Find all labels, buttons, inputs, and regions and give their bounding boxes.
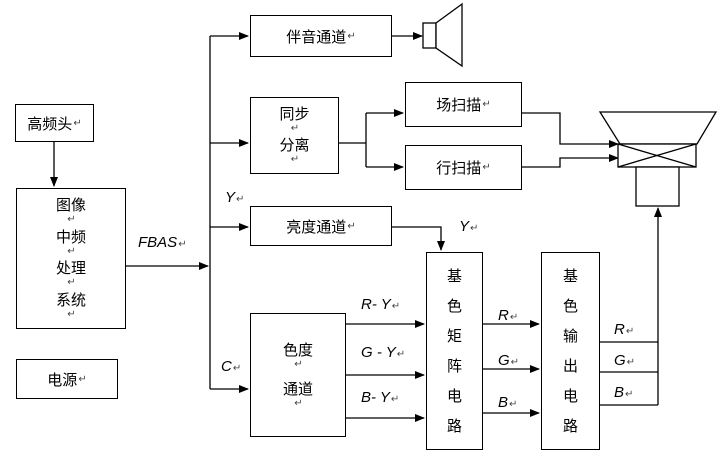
y-luma-output-label: Y↵ <box>459 218 479 235</box>
c-signal-label: C↵ <box>221 358 242 375</box>
r-out-label: R↵ <box>614 321 635 338</box>
g-y-label: G - Y↵ <box>361 344 406 361</box>
chroma-channel-box: 色度↵ 通道↵ <box>250 313 346 437</box>
line-scan-box: 行扫描↵ <box>405 145 522 190</box>
line-to-yoke-arrow <box>522 154 619 168</box>
tuner-box: 高频头↵ <box>15 104 94 142</box>
field-to-yoke-arrow <box>522 112 619 148</box>
fbas-label: FBAS↵ <box>138 234 187 251</box>
sync-separation-box: 同步↵ 分离↵ <box>250 97 339 174</box>
if-processing-box: 图像↵ 中频↵ 处理↵ 系统↵ <box>16 188 126 329</box>
output-circuit-box: 基 色 输 出 电 路 <box>541 252 600 450</box>
luma-to-matrix-arrow <box>392 226 445 251</box>
b-mid-label: B↵ <box>498 394 518 411</box>
b-out-label: B↵ <box>614 384 634 401</box>
field-scan-box: 场扫描↵ <box>405 82 522 127</box>
sound-channel-box: 伴音通道↵ <box>250 15 392 57</box>
matrix-circuit-box: 基 色 矩 阵 电 路 <box>426 252 483 450</box>
picture-tube-icon <box>598 111 718 207</box>
power-box: 电源↵ <box>16 359 118 399</box>
g-mid-label: G↵ <box>498 352 520 369</box>
r-y-label: R- Y↵ <box>361 296 401 313</box>
b-y-label: B- Y↵ <box>361 389 400 406</box>
luma-channel-box: 亮度通道↵ <box>250 206 392 246</box>
g-out-label: G↵ <box>614 352 636 369</box>
speaker-icon <box>422 2 463 68</box>
y-signal-label: Y↵ <box>225 189 245 206</box>
r-mid-label: R↵ <box>498 307 519 324</box>
